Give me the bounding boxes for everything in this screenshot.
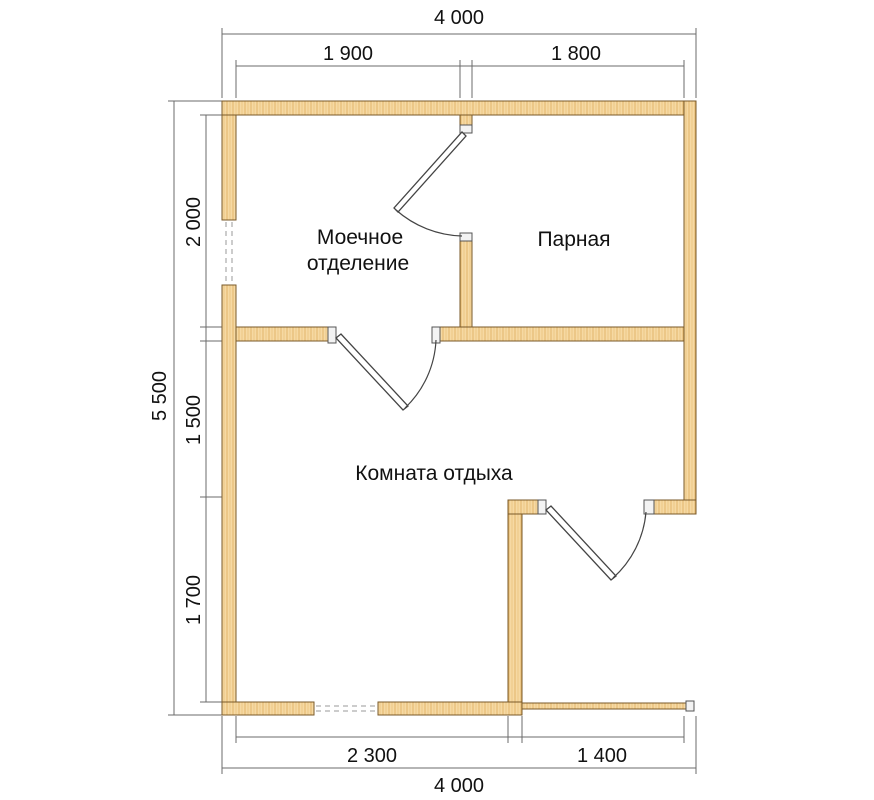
door-wash-steam <box>393 124 473 242</box>
dim-bottom-right: 1 400 <box>577 745 627 767</box>
wall-notch-top <box>507 499 541 515</box>
porch-rail <box>521 702 689 710</box>
wall-left-upper <box>221 114 237 221</box>
dim-top-right: 1 800 <box>551 43 601 65</box>
dim-top-left: 1 900 <box>323 43 373 65</box>
dimension-lines <box>168 28 697 774</box>
wall-partition-vertical <box>459 236 473 328</box>
wall-right <box>683 100 697 515</box>
wall-top <box>221 100 697 116</box>
room-label-steam: Парная <box>537 228 610 251</box>
room-label-rest: Комната отдыха <box>355 462 513 485</box>
windows <box>225 222 376 712</box>
walls <box>221 100 697 716</box>
dim-bottom-left: 2 300 <box>347 745 397 767</box>
dim-left-total: 5 500 <box>149 371 171 421</box>
wall-bottom-right <box>377 701 523 716</box>
dim-left-top: 2 000 <box>183 197 205 247</box>
wall-bottom-left <box>221 701 315 716</box>
door-rest-wash <box>327 326 441 411</box>
wall-partition-left <box>235 326 333 342</box>
room-label-washing-line1: Моечное <box>317 226 403 249</box>
dim-top-total: 4 000 <box>434 7 484 29</box>
wall-partition-right <box>435 326 685 342</box>
dim-left-mid: 1 500 <box>183 395 205 445</box>
door-entrance <box>537 499 655 581</box>
porch-post <box>685 700 695 712</box>
wall-notch-vertical <box>507 499 523 716</box>
wall-right-return <box>653 499 697 515</box>
room-label-washing-line2: отделение <box>307 252 409 275</box>
dim-left-bottom: 1 700 <box>183 575 205 625</box>
wall-left-lower <box>221 284 237 716</box>
dim-bottom-total: 4 000 <box>434 775 484 797</box>
